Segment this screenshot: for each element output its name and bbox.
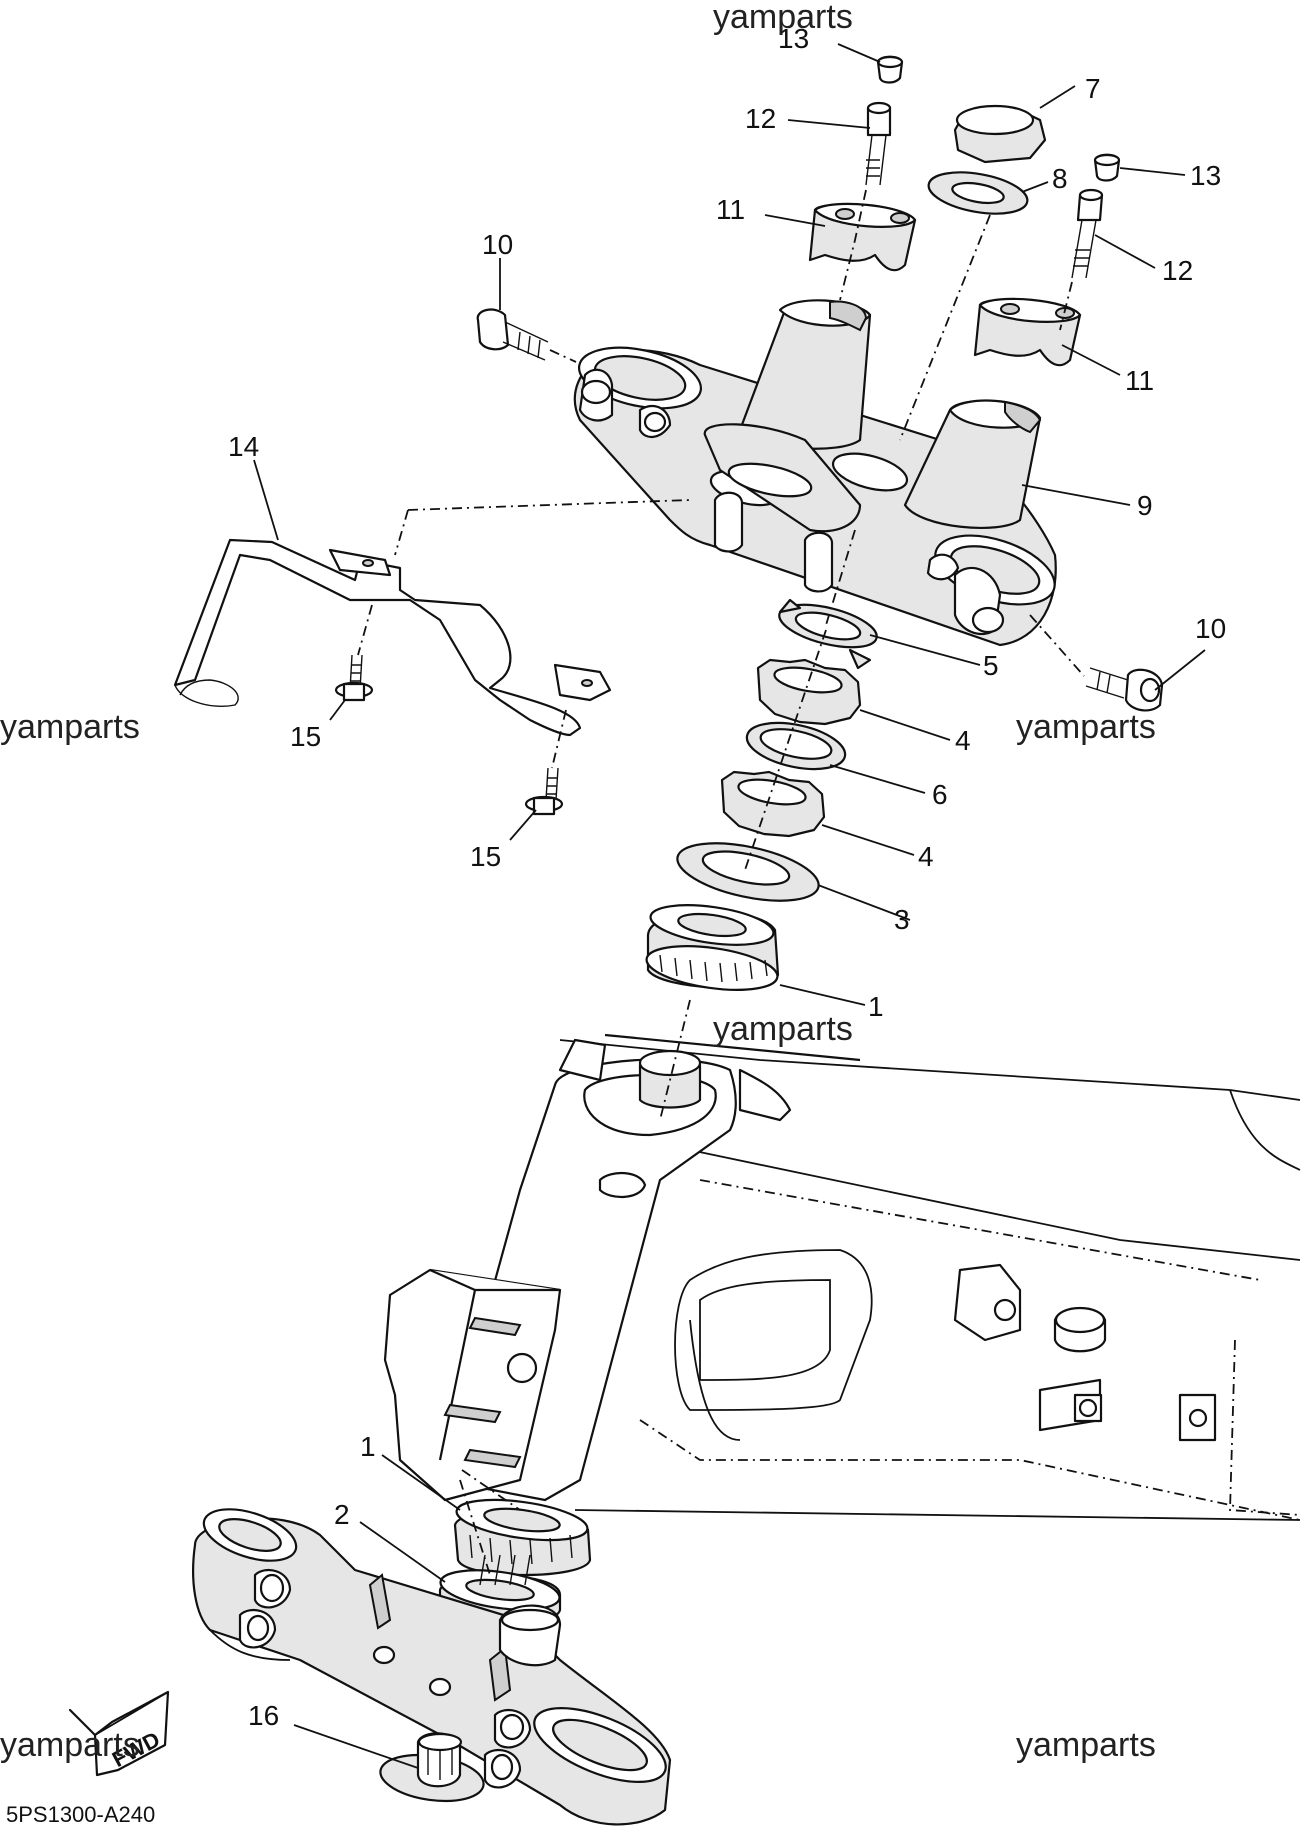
bolt-12-right <box>1071 188 1104 279</box>
label-1a: 1 <box>868 991 884 1022</box>
label-1b: 1 <box>360 1431 376 1462</box>
label-4b: 4 <box>918 841 934 872</box>
stem-cap <box>379 1732 485 1803</box>
watermark: yamparts <box>1016 1726 1156 1764</box>
watermark: yamparts <box>0 708 140 746</box>
bolt-15-upper <box>334 654 374 702</box>
label-5: 5 <box>983 650 999 681</box>
stem-washer <box>927 171 1029 215</box>
watermark: yamparts <box>1016 708 1156 746</box>
bolt-15-lower <box>524 767 564 816</box>
assembly-guide-lines <box>357 189 1085 1576</box>
label-6: 6 <box>932 779 948 810</box>
ring-nut-upper <box>756 658 862 726</box>
bearing-cover <box>676 842 820 902</box>
steering-stem-nut <box>953 104 1047 164</box>
label-2: 2 <box>334 1499 350 1530</box>
watermarks: yamparts yamparts yamparts yamparts yamp… <box>0 0 1156 1764</box>
cap-13-left <box>876 55 904 84</box>
lock-washer <box>778 598 878 670</box>
pinch-bolt-left <box>476 308 549 361</box>
cable-guide-bracket <box>173 538 612 737</box>
label-4a: 4 <box>955 725 971 756</box>
cap-13-right <box>1093 153 1121 182</box>
bearing-upper <box>645 904 780 991</box>
frame-side-bracket <box>383 1268 562 1502</box>
label-8: 8 <box>1052 163 1068 194</box>
label-10b: 10 <box>1195 613 1226 644</box>
pinch-bolt-right <box>1085 667 1164 712</box>
label-3: 3 <box>894 904 910 935</box>
part-number-labels: 13 12 7 8 13 11 12 10 11 9 14 10 5 4 6 4… <box>228 23 1226 1731</box>
label-12a: 12 <box>745 103 776 134</box>
label-16: 16 <box>248 1700 279 1731</box>
upper-bracket <box>573 299 1057 647</box>
watermark: yamparts <box>0 1726 140 1764</box>
label-13b: 13 <box>1190 160 1221 191</box>
label-7: 7 <box>1085 73 1101 104</box>
label-13a: 13 <box>778 23 809 54</box>
bearing-lower <box>453 1498 592 1577</box>
label-14: 14 <box>228 431 259 462</box>
frame-body <box>559 1039 1301 1521</box>
rubber-washer <box>745 721 847 771</box>
label-11b: 11 <box>1125 365 1154 396</box>
handlebar-holder-left <box>808 202 917 272</box>
label-9: 9 <box>1137 490 1153 521</box>
leader-lines <box>253 43 1206 1769</box>
label-15b: 15 <box>470 841 501 872</box>
label-12b: 12 <box>1162 255 1193 286</box>
under-bracket <box>192 1508 672 1826</box>
label-11a: 11 <box>716 194 745 225</box>
diagram-code: 5PS1300-A240 <box>6 1802 155 1827</box>
bolt-12-left <box>865 101 892 186</box>
watermark: yamparts <box>713 1010 853 1048</box>
label-15a: 15 <box>290 721 321 752</box>
watermark: yamparts <box>713 0 853 36</box>
handlebar-holder-right <box>973 297 1082 367</box>
label-10a: 10 <box>482 229 513 260</box>
ring-nut-lower <box>720 770 826 838</box>
